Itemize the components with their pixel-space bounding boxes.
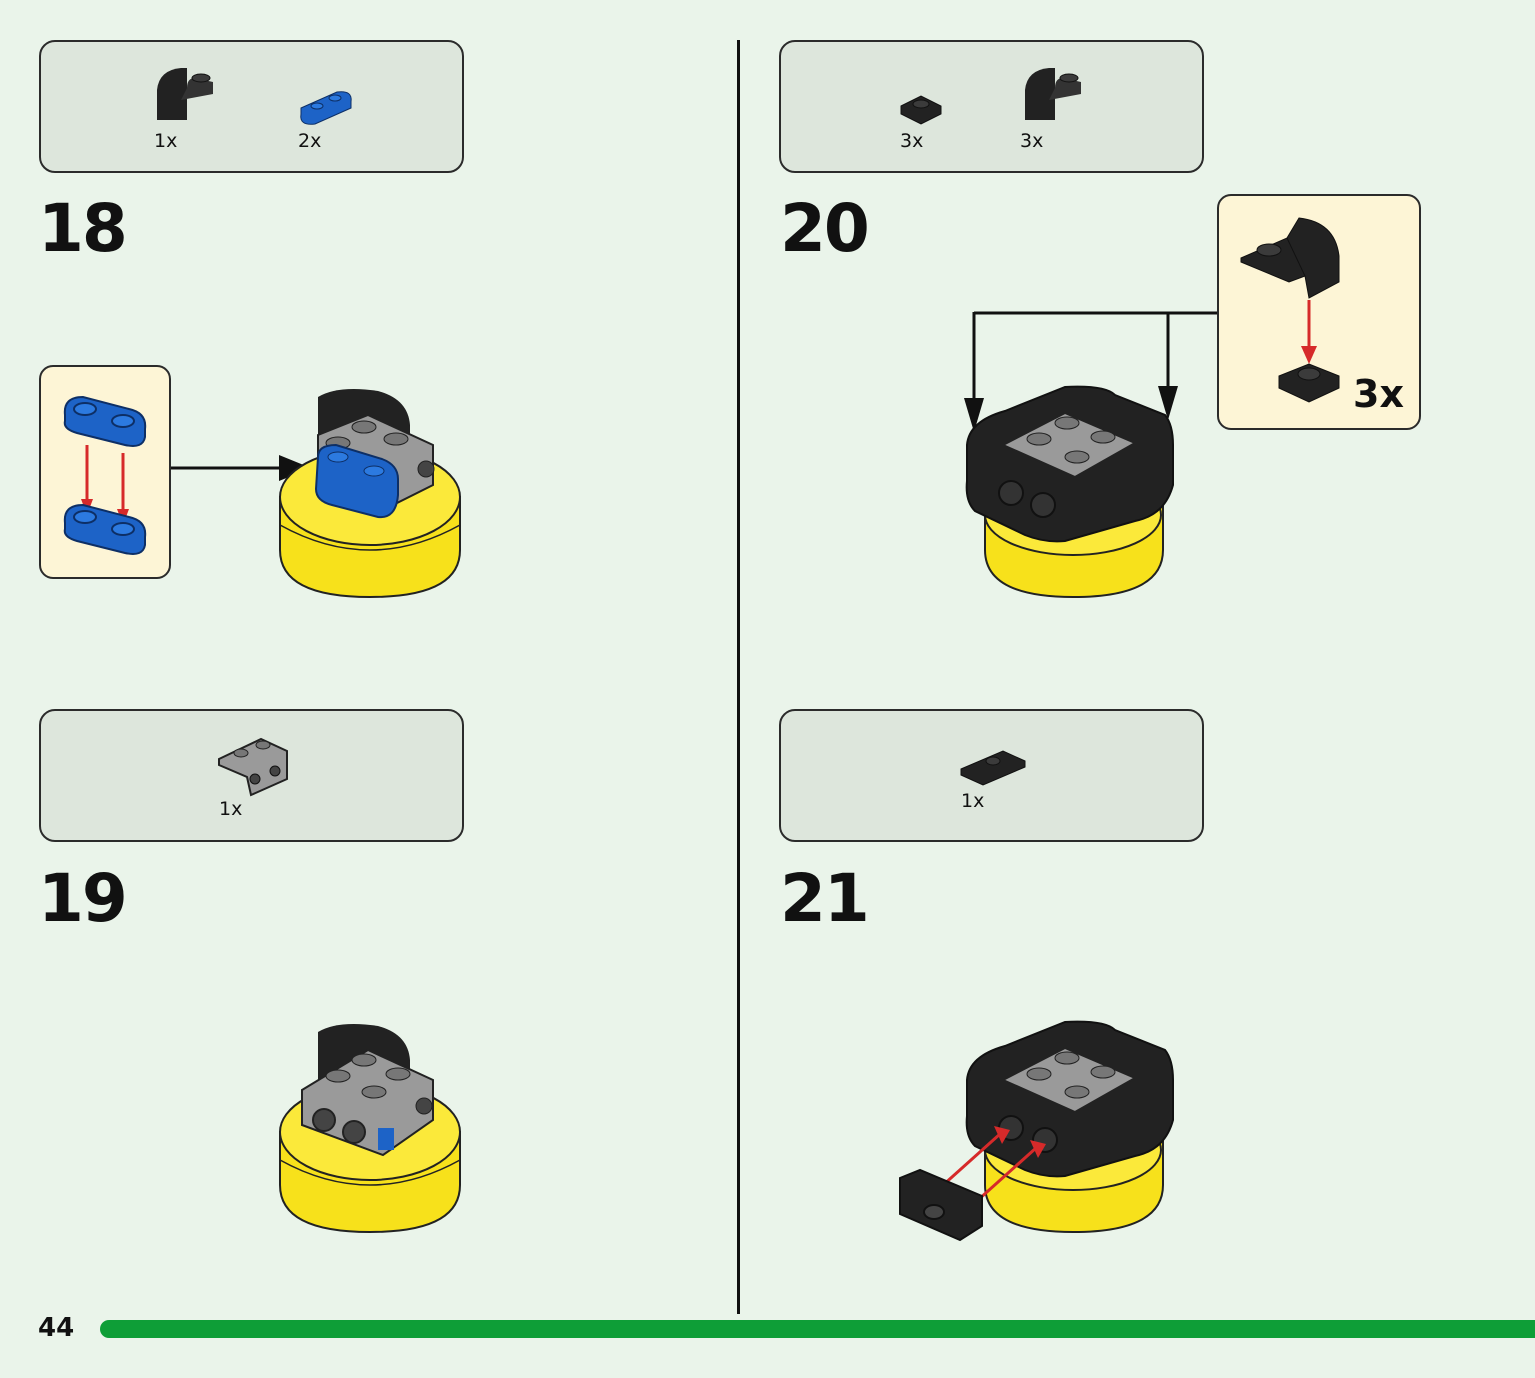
black-curved-slope-icon: [157, 68, 213, 120]
parts-list-step-21: 1x: [779, 709, 1204, 842]
step-number: 21: [780, 860, 870, 937]
slope-on-plate-illustration: [1240, 217, 1340, 403]
black-curved-slope-icon: [1025, 68, 1081, 120]
blue-plates-stack-illustration: [63, 395, 147, 555]
step-number: 20: [780, 190, 870, 267]
blue-plate-1x2-rounded-icon: [300, 91, 352, 125]
sub-assembly-callout: [39, 365, 171, 579]
model-step-18: [279, 389, 461, 599]
gray-bracket-1x2-icon: [218, 737, 288, 797]
part-qty: 3x: [900, 130, 924, 152]
callout-qty: 3x: [1353, 372, 1404, 416]
step-number: 19: [38, 860, 128, 937]
black-plate-1x1-icon: [900, 95, 942, 125]
model-step-20: [965, 385, 1174, 599]
parts-list-step-20: 3x 3x: [779, 40, 1204, 173]
black-jumper-plate-1x2-icon: [960, 750, 1026, 786]
part-qty: 1x: [219, 798, 243, 820]
parts-list-step-19: 1x: [39, 709, 464, 842]
placement-arrows: [964, 311, 1217, 432]
sub-assembly-callout: 3x: [1217, 194, 1421, 430]
page-number: 44: [38, 1313, 75, 1343]
part-qty: 1x: [154, 130, 178, 152]
assembly-arrow: [171, 455, 311, 481]
progress-bar: [100, 1320, 1535, 1338]
model-step-21: [899, 1020, 1174, 1242]
part-qty: 1x: [961, 790, 985, 812]
model-step-19: [279, 1024, 461, 1234]
column-divider: [737, 40, 740, 1314]
step-number: 18: [38, 190, 128, 267]
parts-list-step-18: 1x 2x: [39, 40, 464, 173]
part-qty: 2x: [298, 130, 322, 152]
part-qty: 3x: [1020, 130, 1044, 152]
